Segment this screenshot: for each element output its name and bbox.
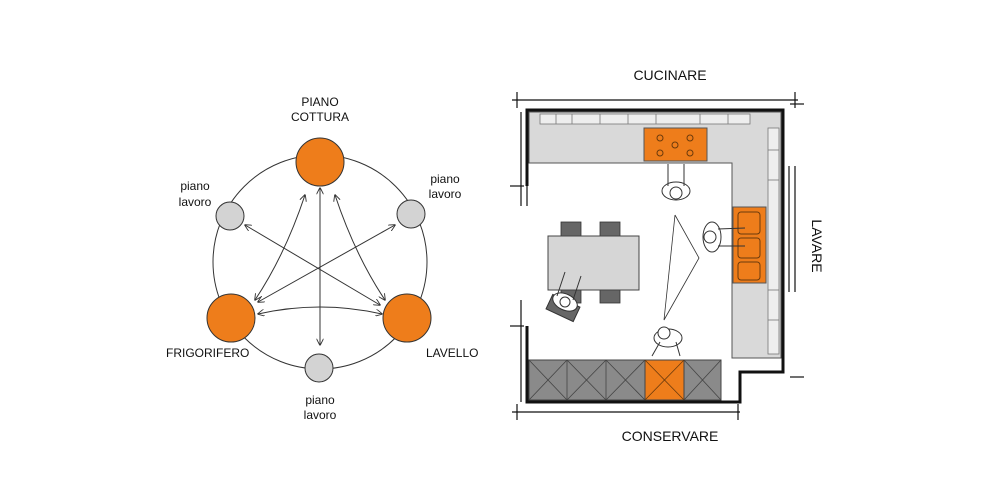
counter-side-details (767, 127, 780, 355)
plan-label-washing: LAVARE (809, 219, 825, 272)
window-left-upper (520, 112, 528, 206)
workspace-node-bottom (304, 353, 334, 383)
workspace-label-left-line2: lavoro (179, 195, 212, 209)
cooktop-node (295, 137, 345, 187)
cooktop-label-line2: COTTURA (291, 110, 349, 124)
workspace-node-left (215, 201, 245, 231)
fridge-label: FRIGORIFERO (166, 346, 249, 360)
work-triangle-lines (663, 214, 700, 321)
work-triangle-diagram: PIANO COTTURA FRIGORIFERO LAVELLO piano … (166, 95, 478, 422)
plan-label-storage: CONSERVARE (622, 428, 719, 444)
person-storing (651, 326, 683, 357)
person-seated (545, 271, 582, 323)
cooktop (643, 127, 708, 162)
arrow-cooktop-fridge (255, 195, 305, 300)
window-right (788, 166, 796, 292)
sink-node (382, 293, 432, 343)
workspace-label-bottom-line2: lavoro (304, 408, 337, 422)
kitchen-floor-plan: CUCINARE CONSERVARE LAVARE (510, 67, 825, 444)
sink-label: LAVELLO (426, 346, 478, 360)
workspace-label-right-line2: lavoro (429, 187, 462, 201)
dining-table (547, 221, 640, 304)
chair (599, 221, 621, 238)
plan-label-cooking: CUCINARE (633, 67, 706, 83)
fridge-node (206, 293, 256, 343)
arrow-left-workspace (245, 225, 380, 305)
table-top (547, 235, 640, 291)
dimension-lines (510, 92, 804, 420)
chair (560, 221, 582, 238)
cooktop-label-line1: PIANO (301, 95, 338, 109)
workspace-node-right (396, 199, 426, 229)
counter-top-details (539, 113, 751, 125)
workspace-label-right-line1: piano (430, 172, 460, 186)
person-washing (702, 221, 746, 253)
person-cooking (661, 164, 691, 201)
walls (525, 108, 785, 404)
workspace-label-left-line1: piano (180, 179, 210, 193)
storage-cabinets (528, 359, 722, 401)
arrow-right-workspace (258, 225, 395, 302)
arrow-cooktop-sink (335, 195, 385, 300)
triangle-arrows (245, 188, 395, 345)
sink (732, 206, 767, 284)
workspace-label-bottom-line1: piano (305, 393, 335, 407)
